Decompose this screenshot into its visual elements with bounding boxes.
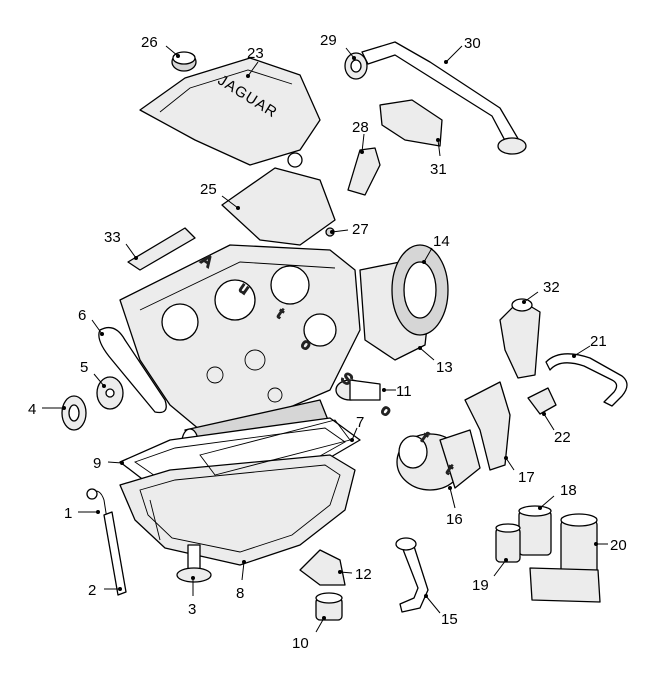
- callout-31: 31: [430, 161, 447, 178]
- callout-10: 10: [292, 635, 309, 652]
- pump-32: [499, 298, 541, 379]
- gasket-33: [127, 227, 196, 271]
- callout-29: 29: [320, 32, 337, 49]
- callout-4: 4: [28, 401, 36, 418]
- filler-ring: [287, 152, 303, 168]
- filter-19: [495, 523, 521, 563]
- oil-filter: [315, 592, 343, 621]
- dipstick-tube: [103, 511, 127, 596]
- callout-14: 14: [433, 233, 450, 250]
- turbo-bracket: [464, 381, 511, 471]
- callout-21: 21: [590, 333, 607, 350]
- watermark-letter: o: [378, 401, 395, 420]
- flywheel: [391, 244, 449, 336]
- callout-22: 22: [554, 429, 571, 446]
- callout-20: 20: [610, 537, 627, 554]
- callout-6: 6: [78, 307, 86, 324]
- callout-23: 23: [247, 45, 264, 62]
- callout-1: 1: [64, 505, 72, 522]
- callout-13: 13: [436, 359, 453, 376]
- callout-labels: 1 2 3 4 5 6 7 8 9 10 11 12 13 14 15 16 1…: [28, 32, 627, 652]
- callout-11: 11: [396, 383, 412, 400]
- engine-cover: JAGUAR: [139, 57, 321, 166]
- callout-17: 17: [518, 469, 535, 486]
- mount-bracket: [299, 549, 346, 586]
- callout-5: 5: [80, 359, 88, 376]
- callout-15: 15: [441, 611, 458, 628]
- callout-32: 32: [543, 279, 560, 296]
- callout-26: 26: [141, 34, 158, 51]
- timing-belt: [98, 326, 167, 414]
- callout-27: 27: [352, 221, 369, 238]
- callout-33: 33: [104, 229, 121, 246]
- flange-29: [344, 52, 368, 80]
- leader-lines: [42, 45, 608, 633]
- oil-sump: [119, 454, 356, 566]
- crank-pulley: [61, 395, 87, 431]
- callout-16: 16: [446, 511, 463, 528]
- sensor-22: [527, 387, 557, 415]
- hose-21: [545, 353, 628, 407]
- manifold-bracket: [379, 99, 443, 147]
- cam-cover: [221, 167, 336, 246]
- filter-housing: [529, 513, 601, 603]
- bracket-28: [347, 147, 381, 196]
- callout-30: 30: [464, 35, 481, 52]
- callout-9: 9: [93, 455, 101, 472]
- connector-11: [335, 379, 381, 401]
- callout-2: 2: [88, 582, 96, 599]
- callout-19: 19: [472, 577, 489, 594]
- pipe-15: [399, 539, 429, 613]
- callout-7: 7: [356, 414, 364, 431]
- engine-block: [119, 244, 361, 431]
- callout-18: 18: [560, 482, 577, 499]
- callout-28: 28: [352, 119, 369, 136]
- turbocharger: [396, 429, 481, 491]
- callout-3: 3: [188, 601, 196, 618]
- callout-24-25: 25: [200, 181, 217, 198]
- oil-pickup: [176, 544, 212, 583]
- oil-filler-cap: [171, 51, 197, 72]
- callout-8: 8: [236, 585, 244, 602]
- filter-canister-18: [518, 505, 552, 556]
- callout-12: 12: [355, 566, 372, 583]
